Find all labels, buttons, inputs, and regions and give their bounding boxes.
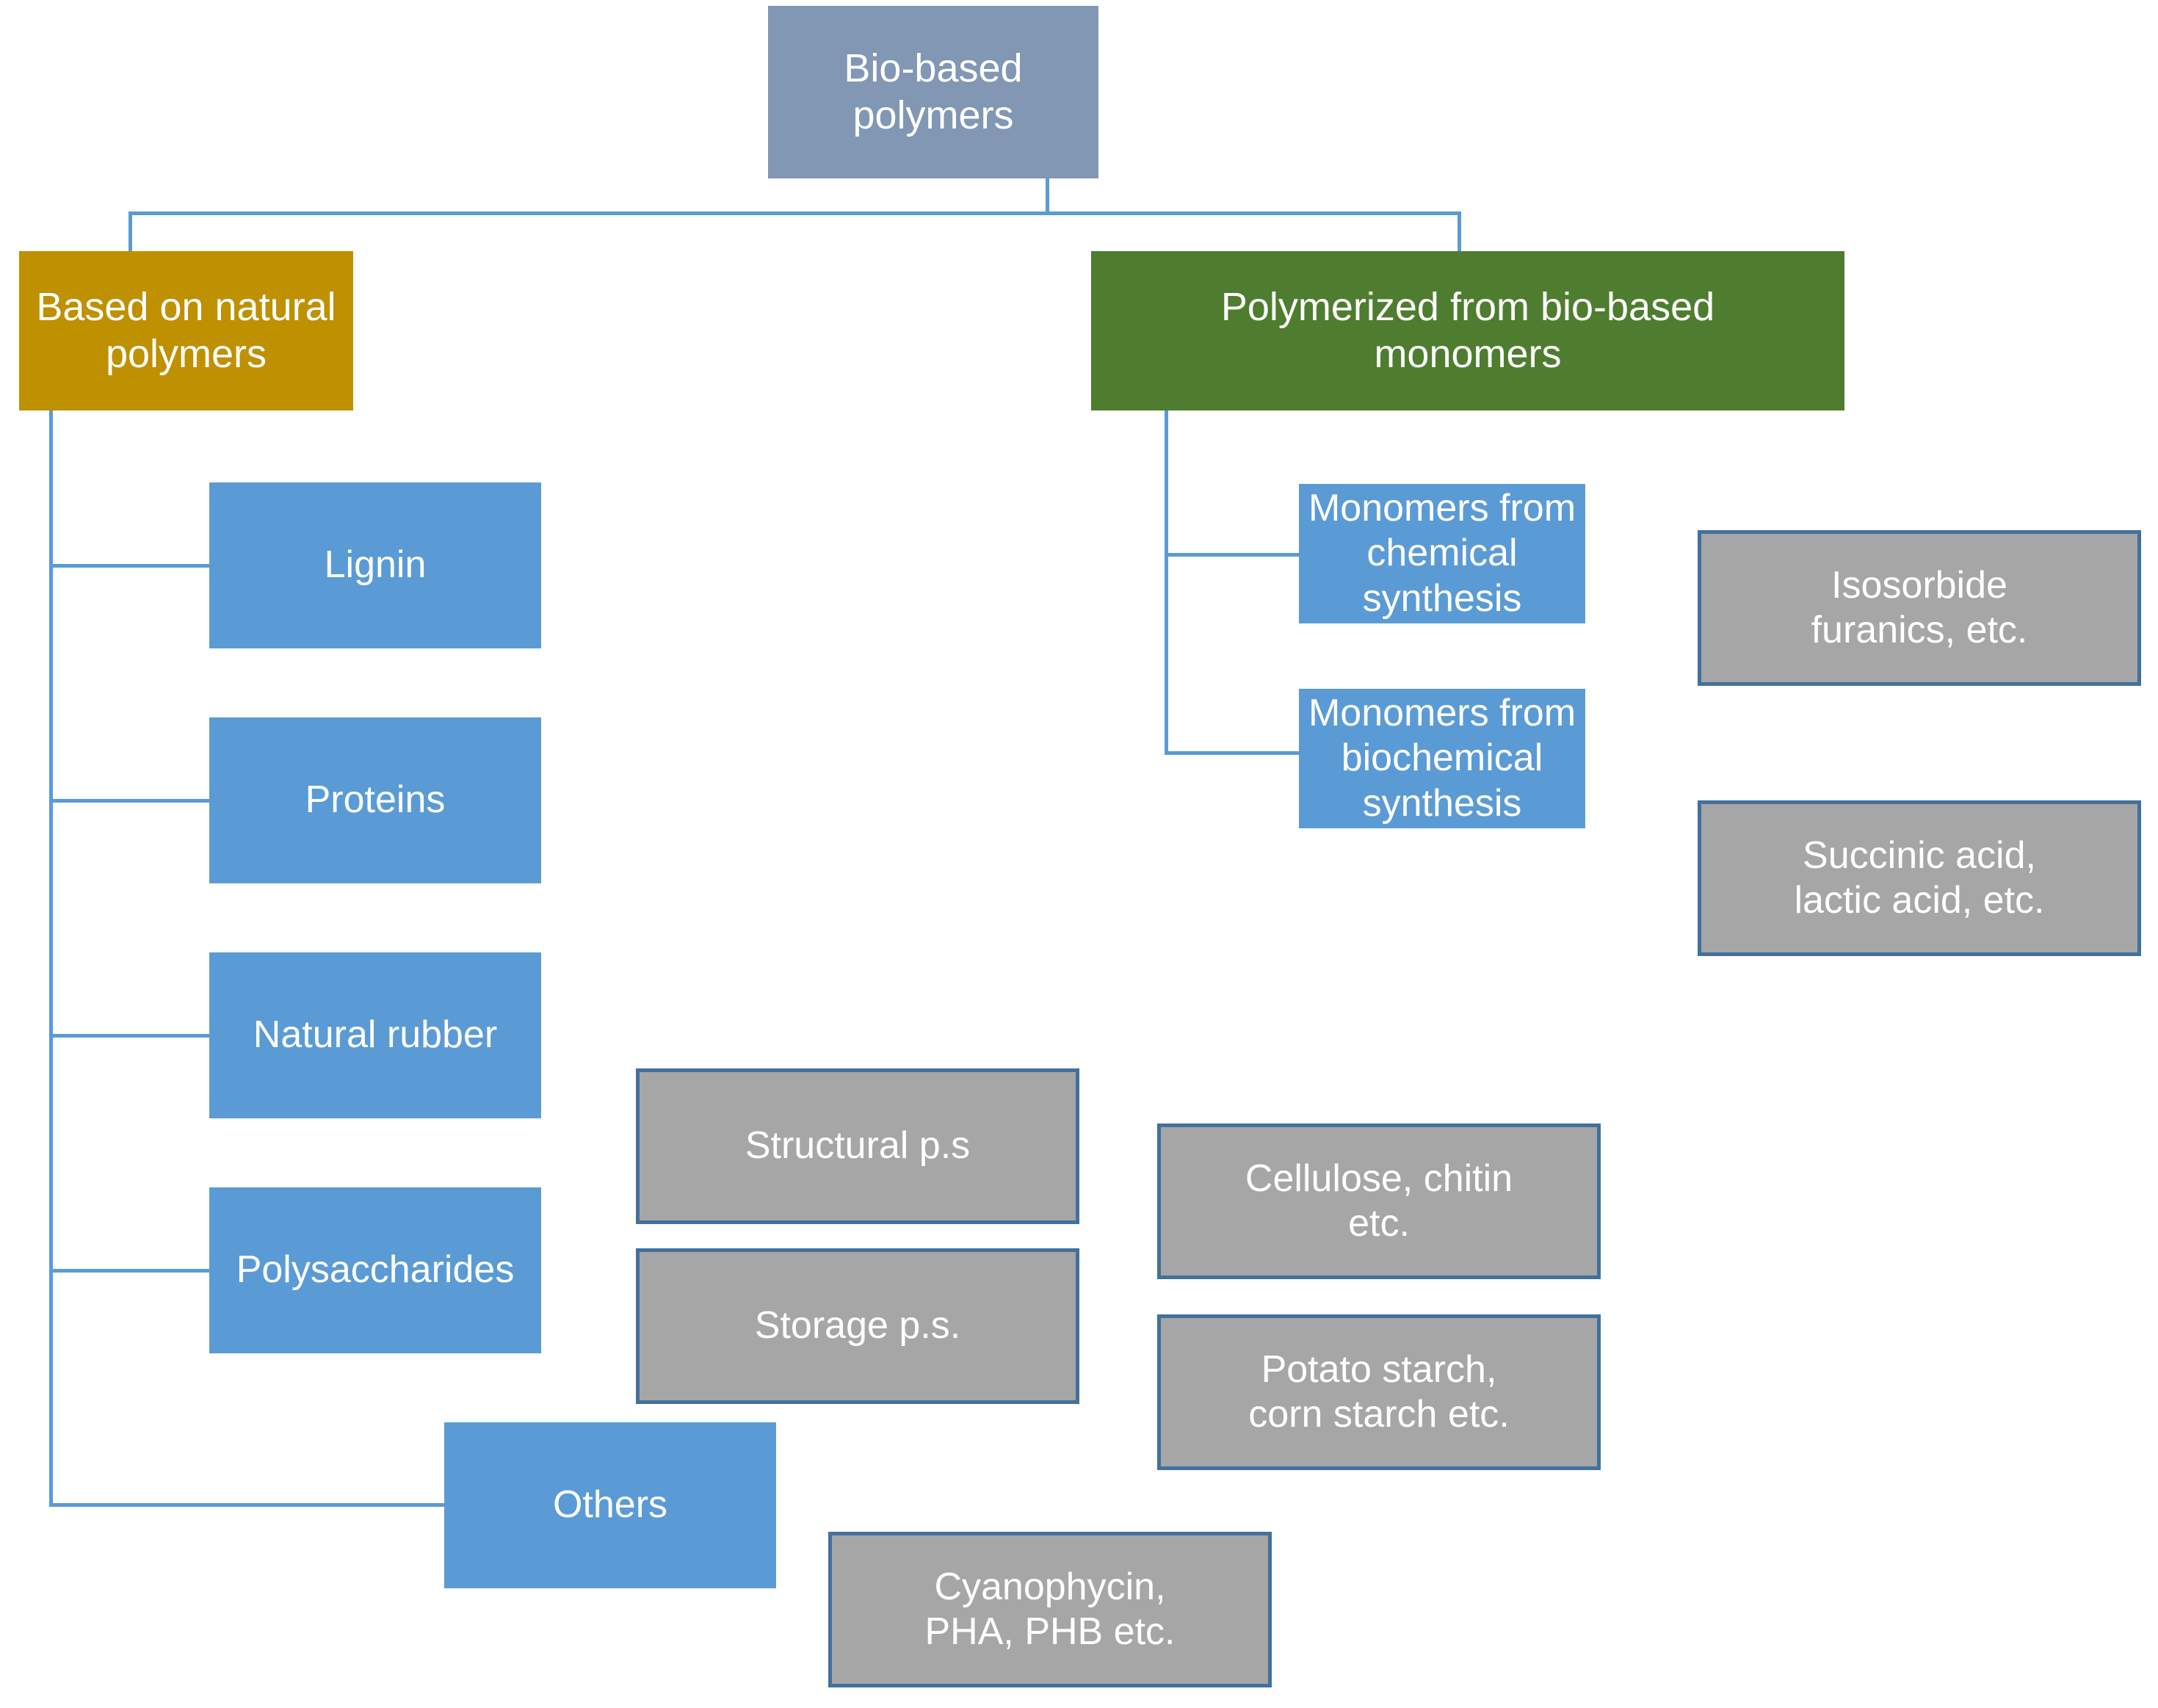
node-proteins[interactable]: Proteins [209, 717, 541, 883]
node-polymerized-from-bio-based-monomers[interactable]: Polymerized from bio-based monomers [1091, 251, 1844, 410]
connector-natural-to-polysaccharides [49, 1269, 209, 1273]
node-monomers-from-chemical-synthesis[interactable]: Monomers from chemical synthesis [1299, 484, 1585, 623]
node-isosorbide-furanics[interactable]: Isosorbide furanics, etc. [1698, 530, 2141, 686]
node-potato-corn-starch[interactable]: Potato starch, corn starch etc. [1157, 1314, 1601, 1470]
connector-natural-trunk [49, 410, 53, 1507]
node-cellulose-chitin[interactable]: Cellulose, chitin etc. [1157, 1123, 1601, 1279]
node-cyanophycin-pha-phb[interactable]: Cyanophycin, PHA, PHB etc. [828, 1532, 1272, 1687]
connector-monomers-to-chemical [1165, 553, 1300, 557]
node-polysaccharides[interactable]: Polysaccharides [209, 1187, 541, 1353]
connector-natural-to-natural-rubber [49, 1034, 209, 1038]
connector-root-to-natural [128, 211, 132, 252]
node-monomers-from-biochemical-synthesis[interactable]: Monomers from biochemical synthesis [1299, 689, 1585, 828]
node-succinic-lactic-acid[interactable]: Succinic acid, lactic acid, etc. [1698, 800, 2141, 956]
node-based-on-natural-polymers[interactable]: Based on natural polymers [19, 251, 353, 410]
node-storage-ps[interactable]: Storage p.s. [636, 1248, 1079, 1404]
connector-natural-to-proteins [49, 799, 209, 803]
connector-root-bar [128, 211, 1461, 215]
node-root-bio-based-polymers[interactable]: Bio-based polymers [768, 6, 1098, 178]
connector-root-stem [1046, 178, 1049, 215]
connector-monomers-to-biochemical [1165, 751, 1300, 755]
node-lignin[interactable]: Lignin [209, 482, 541, 648]
node-others[interactable]: Others [444, 1422, 776, 1588]
connector-natural-to-others [49, 1503, 446, 1507]
connector-natural-to-lignin [49, 564, 209, 568]
node-structural-ps[interactable]: Structural p.s [636, 1068, 1079, 1224]
connector-monomers-trunk [1165, 410, 1168, 755]
node-natural-rubber[interactable]: Natural rubber [209, 952, 541, 1118]
connector-root-to-monomers [1458, 211, 1461, 252]
